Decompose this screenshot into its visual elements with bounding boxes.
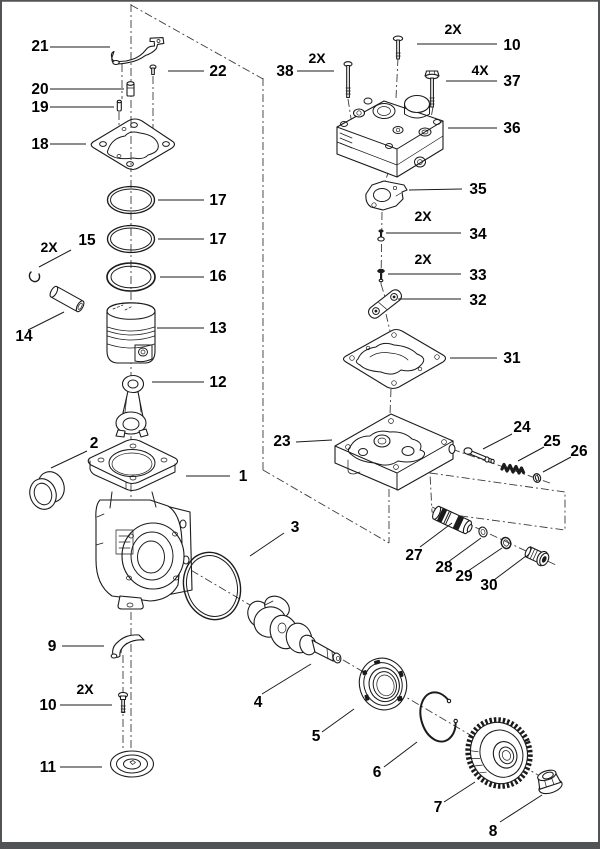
- part-23-valve-plate: [334, 413, 456, 491]
- part-number-label: 19: [31, 99, 49, 116]
- part-number-label: 7: [434, 799, 443, 816]
- quantity-label: 2X: [444, 21, 462, 37]
- part-15-retaining-clip: [28, 271, 41, 283]
- part-28-washer: [478, 526, 488, 538]
- part-20-pin: [126, 81, 135, 97]
- part-number-label: 18: [31, 136, 49, 153]
- part-number-label: 16: [209, 268, 227, 285]
- part-27-unloader-piston: [432, 505, 473, 535]
- part-32-valve-strip: [368, 289, 402, 319]
- part-number-label: 29: [455, 568, 473, 585]
- part-14-wrist-pin: [49, 285, 85, 313]
- part-number-label: 27: [405, 547, 422, 564]
- part-number-label: 12: [209, 374, 226, 391]
- leader-lines: [27, 43, 572, 823]
- part-number-label: 28: [435, 559, 453, 576]
- part-number-label: 26: [570, 443, 588, 460]
- part-number-label: 25: [543, 433, 561, 450]
- part-10-bolt-right: [392, 35, 404, 60]
- part-5-bearing: [358, 657, 408, 711]
- part-38-bolt: [343, 61, 353, 99]
- part-number-label: 8: [489, 823, 498, 840]
- part-36-cylinder-head: [336, 94, 444, 178]
- part-number-label: 20: [31, 81, 48, 98]
- quantity-label: 2X: [76, 681, 94, 697]
- part-number-label: 10: [39, 697, 56, 714]
- part-22-screw: [149, 64, 157, 76]
- part-number-label: 36: [503, 120, 521, 137]
- part-10-bolt-left: [117, 691, 129, 714]
- part-number-label: 2: [90, 435, 99, 452]
- part-6-snap-ring: [419, 691, 458, 743]
- quantity-label: 2X: [308, 50, 326, 66]
- part-number-label: 11: [40, 759, 57, 776]
- quantity-label: 2X: [414, 251, 432, 267]
- part-18-cover-gasket: [90, 118, 176, 171]
- part-number-label: 32: [469, 292, 486, 309]
- part-number-label: 5: [312, 728, 321, 745]
- part-8-nut: [537, 769, 563, 795]
- part-number-label: 31: [503, 350, 521, 367]
- part-12-connecting-rod: [115, 374, 149, 438]
- part-number-label: 17: [209, 192, 226, 209]
- part-9-bearing-cap: [110, 634, 145, 659]
- part-number-label: 13: [209, 320, 227, 337]
- part-number-label: 21: [31, 38, 49, 55]
- part-37-bolt: [424, 70, 440, 108]
- part-number-label: 3: [291, 519, 300, 536]
- part-2-bushing: [29, 471, 65, 510]
- part-31-head-gasket: [342, 328, 447, 390]
- inset-box: [429, 472, 566, 531]
- part-33-valve: [377, 268, 385, 283]
- part-3-o-ring: [182, 551, 242, 621]
- part-number-label: 17: [209, 231, 226, 248]
- part-29-o-ring-small: [500, 536, 512, 550]
- part-13-piston: [106, 302, 156, 364]
- part-34-valve: [377, 229, 385, 242]
- part-number-label: 22: [209, 63, 226, 80]
- part-26-nut: [532, 473, 542, 483]
- part-number-label: 15: [78, 232, 96, 249]
- part-number-label: 33: [469, 267, 487, 284]
- part-24-pin: [463, 447, 495, 464]
- part-number-label: 4: [254, 694, 263, 711]
- part-1-crankcase: [87, 438, 193, 610]
- part-number-label: 14: [15, 328, 33, 345]
- part-30-plug-screw: [524, 546, 550, 567]
- part-number-label: 34: [469, 226, 487, 243]
- quantity-label: 2X: [40, 239, 58, 255]
- part-11-end-cap: [109, 750, 155, 778]
- quantity-label: 4X: [471, 62, 489, 78]
- part-number-label: 38: [276, 63, 294, 80]
- part-19-pin: [116, 99, 122, 112]
- part-number-label: 1: [239, 468, 248, 485]
- part-number-label: 37: [503, 73, 520, 90]
- part-number-label: 10: [503, 37, 520, 54]
- part-17-piston-ring-b: [106, 224, 156, 254]
- part-number-label: 35: [469, 181, 487, 198]
- part-number-label: 6: [373, 764, 382, 781]
- part-number-label: 9: [48, 638, 57, 655]
- part-number-label: 24: [513, 419, 531, 436]
- part-16-piston-ring: [106, 262, 156, 292]
- part-number-label: 30: [480, 577, 497, 594]
- part-21-unloader-lever: [110, 37, 165, 66]
- part-25-spring: [500, 462, 526, 475]
- part-4-crankshaft: [247, 595, 342, 664]
- part-35-gasket: [365, 180, 408, 211]
- part-7-gear: [465, 717, 533, 789]
- footer-bar: [0, 842, 600, 849]
- part-17-piston-ring-a: [106, 185, 156, 215]
- quantity-label: 2X: [414, 208, 432, 224]
- part-number-label: 23: [273, 433, 291, 450]
